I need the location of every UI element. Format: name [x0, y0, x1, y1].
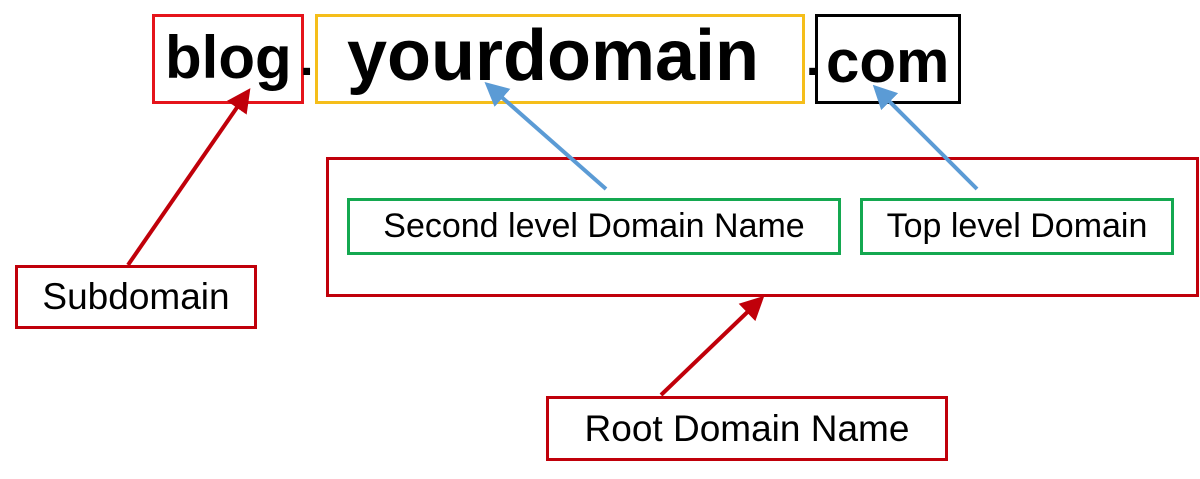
arrow-top-level-domain: [872, 84, 979, 191]
dot-separator-1: .: [300, 33, 314, 86]
subdomain-label: Subdomain: [15, 265, 257, 329]
top-level-domain-label: Top level Domain: [860, 198, 1174, 255]
arrow-second-level-domain: [484, 82, 608, 191]
second-level-domain-box: [315, 14, 805, 104]
root-domain-name-label: Root Domain Name: [546, 396, 948, 461]
subdomain-text: blog: [165, 24, 292, 91]
tld-text: com: [826, 28, 950, 95]
second-level-domain-text: yourdomain: [347, 16, 760, 96]
arrow-subdomain: [126, 88, 251, 267]
arrow-root-domain: [659, 295, 765, 397]
dot-separator-2: .: [806, 33, 820, 86]
root-domain-group-box: [326, 157, 1199, 297]
second-level-domain-label: Second level Domain Name: [347, 198, 841, 255]
